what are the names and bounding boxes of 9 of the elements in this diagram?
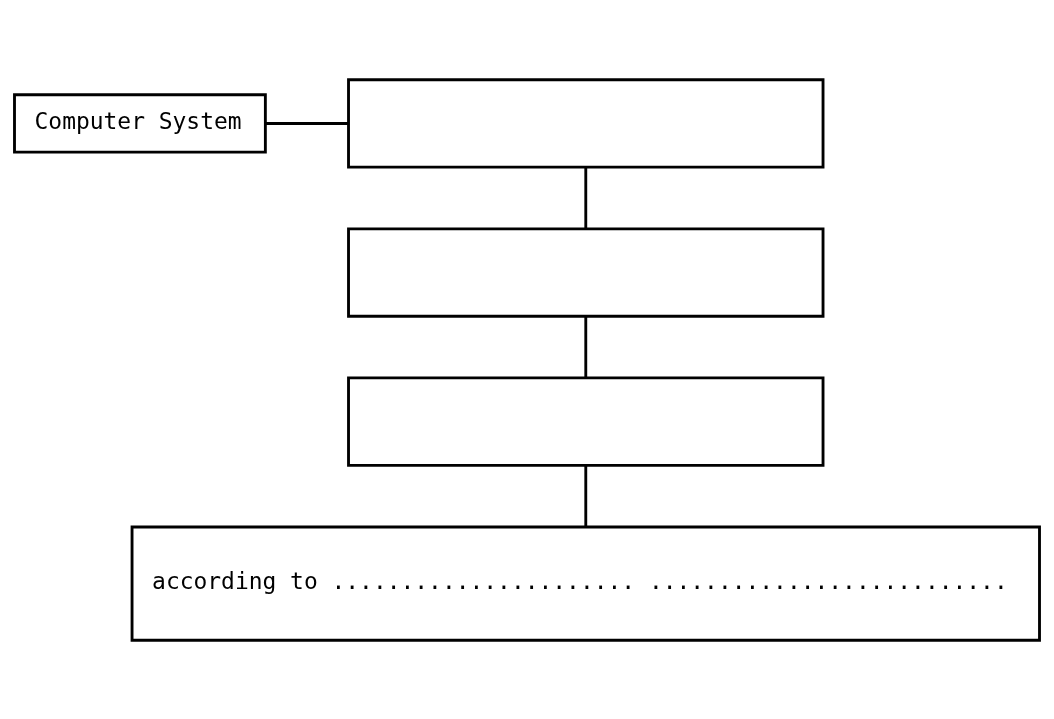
node-box bbox=[347, 77, 825, 169]
node-box bbox=[347, 226, 825, 318]
node-box: according to ...................... .......................... bbox=[130, 525, 1041, 642]
connector bbox=[584, 166, 588, 228]
connector bbox=[584, 315, 588, 377]
node-box: Computer System bbox=[13, 92, 267, 154]
connector bbox=[584, 465, 588, 527]
connector bbox=[265, 121, 349, 125]
node-box bbox=[347, 376, 825, 467]
